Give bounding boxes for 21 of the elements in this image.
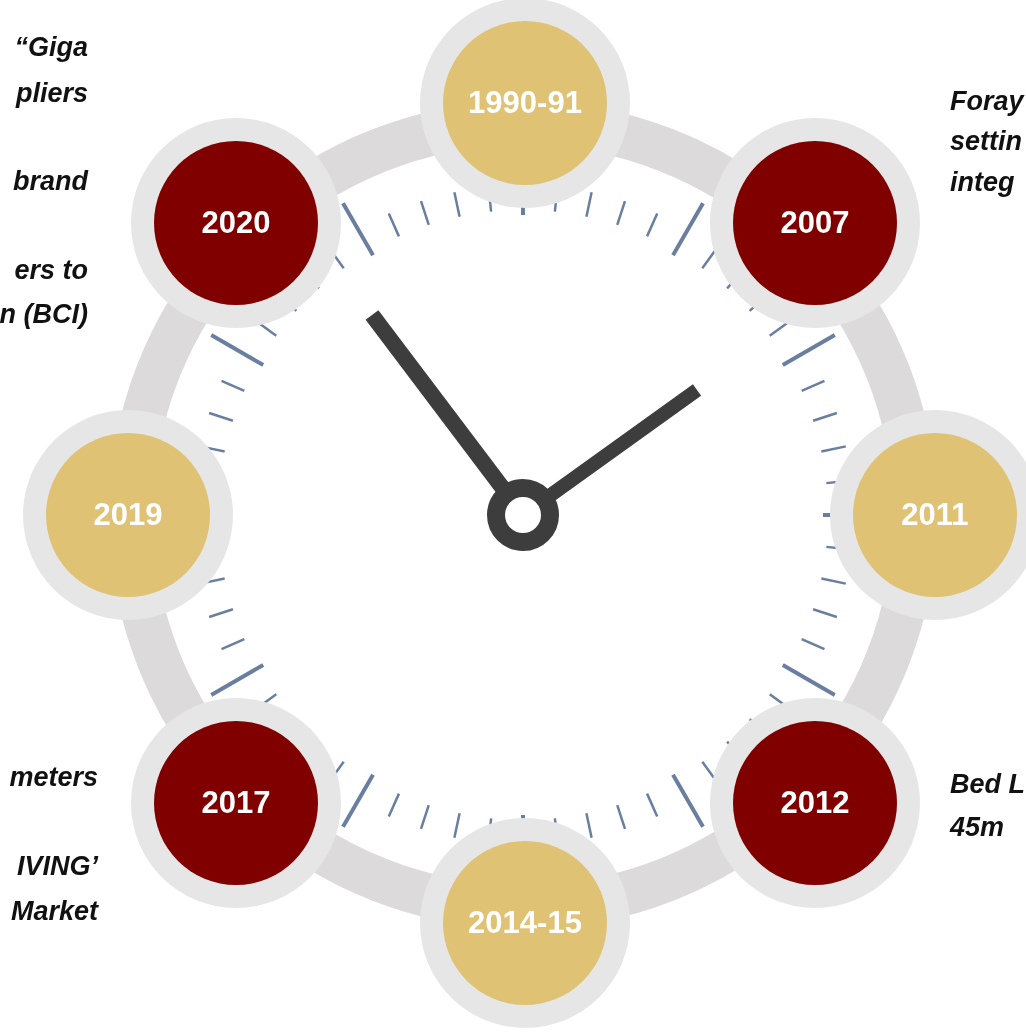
note-text-fragment: brand (13, 166, 88, 197)
note-text-fragment: n (BCI) (0, 299, 88, 330)
year-label: 2019 (93, 497, 163, 533)
year-label: 2017 (201, 785, 271, 821)
note-text-fragment: meters (9, 762, 98, 793)
note-text-fragment: 45m (950, 812, 1005, 843)
note-text-fragment: settin (950, 126, 1022, 157)
note-text-fragment: ers to (14, 255, 88, 286)
note-text-fragment: “Giga (14, 32, 88, 63)
year-label: 1990-91 (468, 85, 582, 121)
year-label: 2012 (780, 785, 850, 821)
note-text-fragment: Bed L (950, 769, 1025, 800)
year-label: 2020 (201, 205, 271, 241)
year-label: 2011 (901, 497, 969, 533)
note-text-fragment: IVING’ (17, 851, 98, 882)
note-text-fragment: pliers (15, 78, 88, 109)
note-text-fragment: Foray (950, 86, 1024, 117)
year-label: 2014-15 (468, 905, 582, 941)
note-text-fragment: Market (10, 896, 98, 927)
note-text-fragment: integ (950, 167, 1015, 198)
year-label: 2007 (780, 205, 850, 241)
